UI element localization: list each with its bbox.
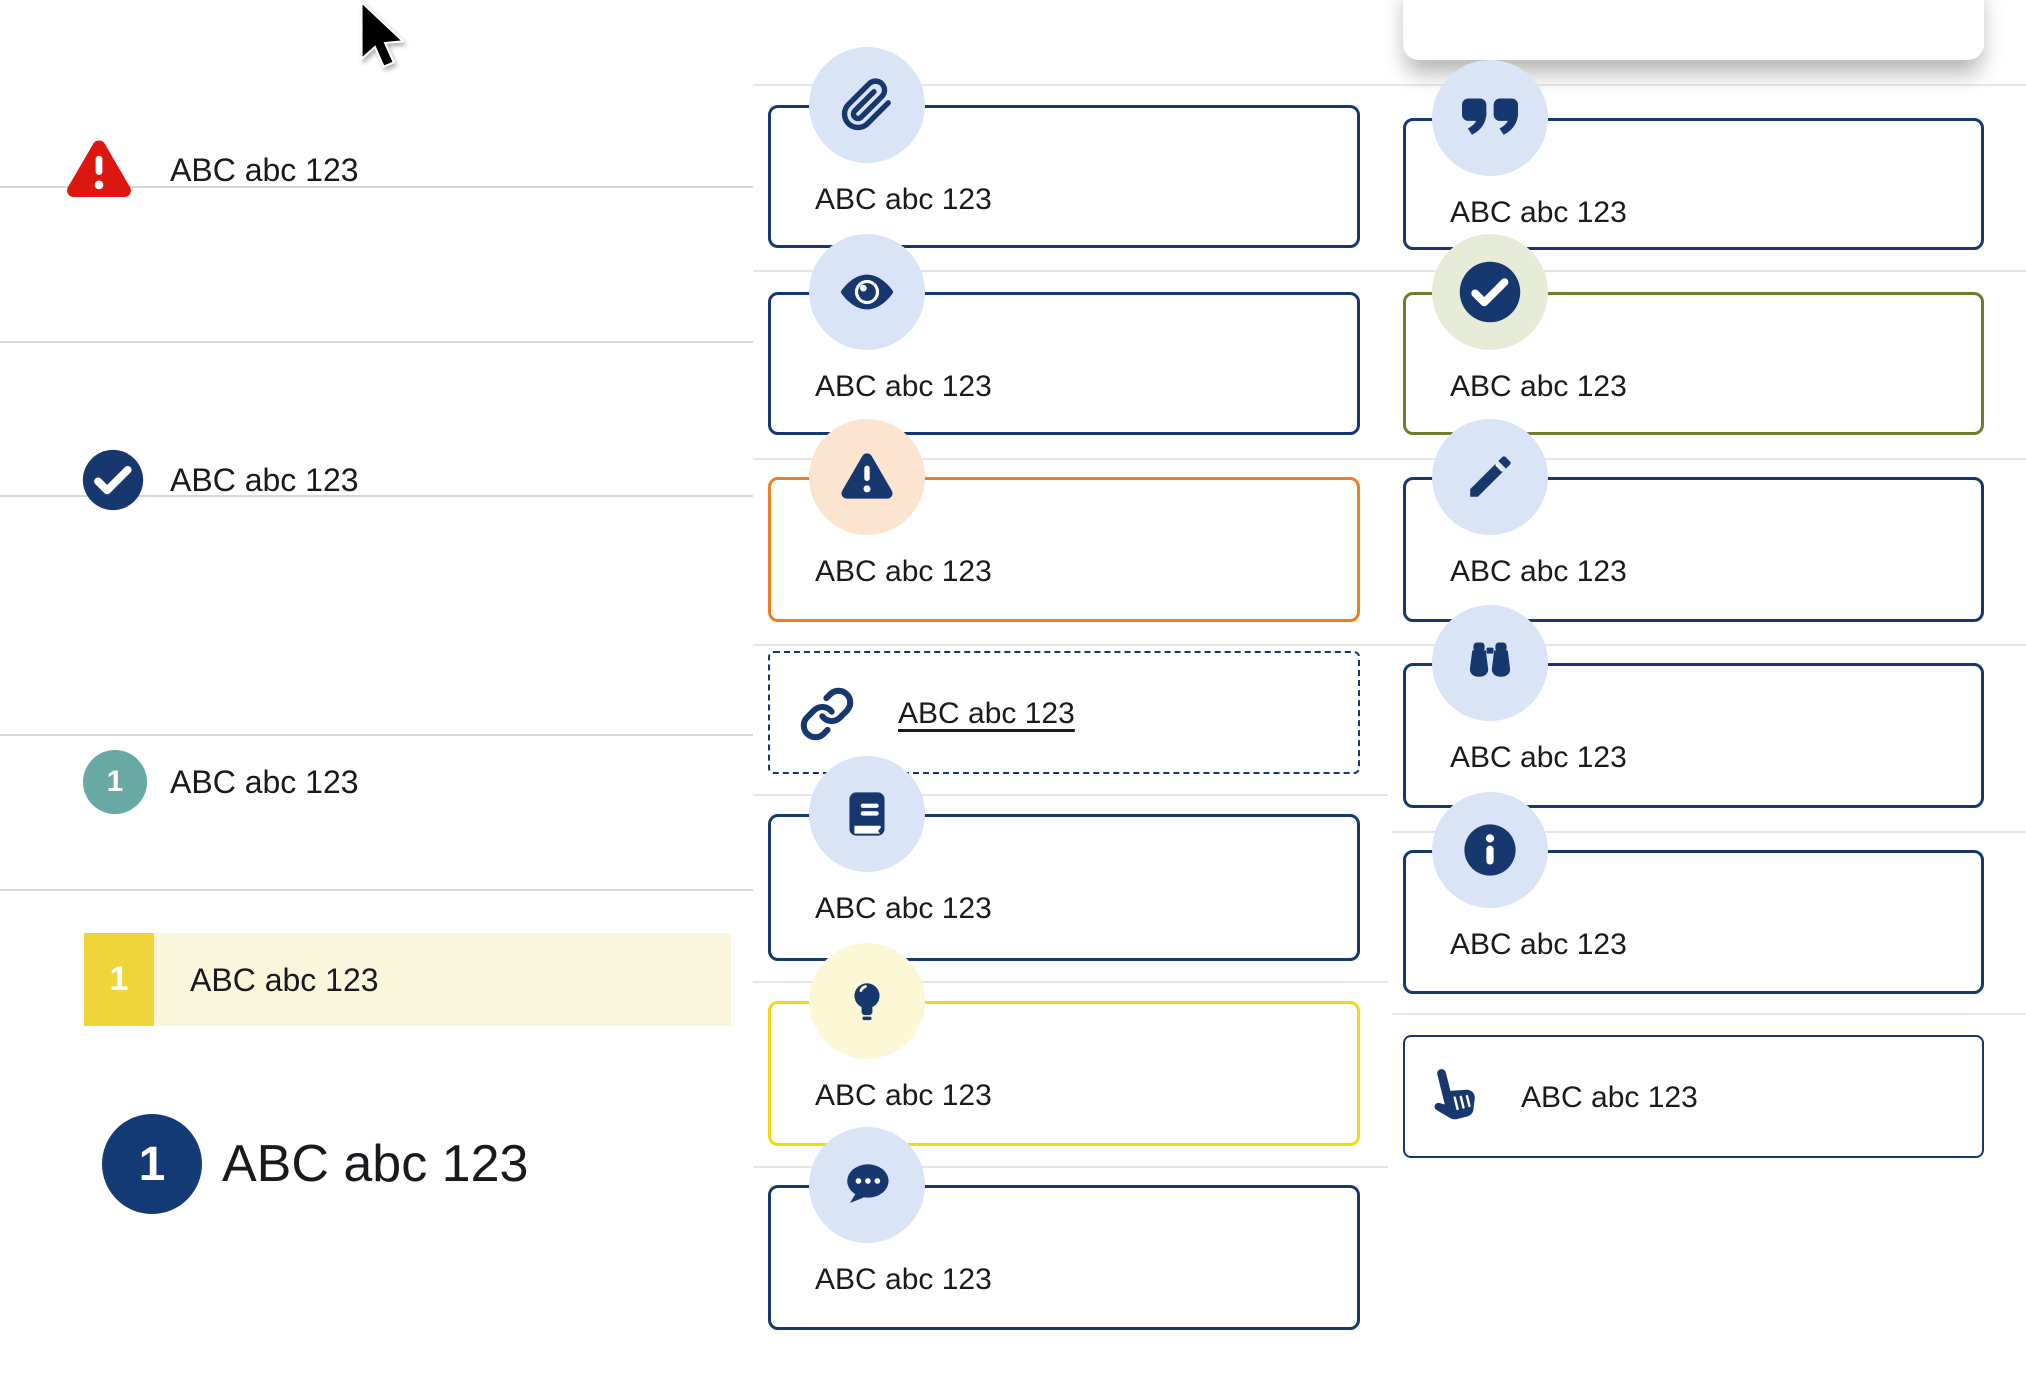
- warning-triangle-icon: [809, 419, 925, 535]
- list-item-step-teal[interactable]: 1 ABC abc 123: [0, 366, 753, 814]
- divider: [753, 644, 2026, 646]
- list-item-success[interactable]: ABC abc 123: [0, 215, 753, 511]
- callout-label: ABC abc 123: [1450, 370, 1627, 403]
- callout-label: ABC abc 123: [1450, 196, 1627, 229]
- partial-card-top: [1403, 0, 1984, 60]
- callout-warning: ABC abc 123: [768, 419, 1360, 622]
- divider: [0, 734, 753, 736]
- lightbulb-icon: [809, 943, 925, 1059]
- divider: [1392, 1013, 2026, 1015]
- hand-pointer-icon: [1419, 1061, 1483, 1131]
- divider: [0, 495, 753, 497]
- callout-manual: ABC abc 123: [768, 756, 1360, 961]
- warning-triangle-icon: [64, 139, 134, 201]
- callout-label: ABC abc 123: [815, 370, 992, 403]
- chat-bubble-icon: [809, 1127, 925, 1243]
- list-item-label: ABC abc 123: [170, 462, 359, 498]
- quote-icon: [1432, 60, 1548, 176]
- divider: [753, 794, 1388, 796]
- callout-label: ABC abc 123: [815, 183, 992, 216]
- callout-search: ABC abc 123: [1403, 605, 1984, 808]
- list-item-label: ABC abc 123: [170, 764, 359, 800]
- divider: [753, 270, 2026, 272]
- eye-icon: [809, 234, 925, 350]
- divider: [0, 186, 753, 188]
- number-badge-blue-large: 1: [102, 1114, 202, 1214]
- callout-label: ABC abc 123: [1450, 741, 1627, 774]
- list-item-label: ABC abc 123: [222, 1135, 529, 1193]
- divider: [753, 1166, 1388, 1168]
- number-badge-yellow: 1: [84, 933, 154, 1026]
- callout-label: ABC abc 123: [815, 892, 992, 925]
- list-item-alert[interactable]: ABC abc 123: [0, 60, 753, 198]
- divider: [0, 889, 753, 891]
- list-item-label: ABC abc 123: [170, 152, 359, 188]
- divider: [753, 84, 2026, 86]
- callout-label: ABC abc 123: [815, 1079, 992, 1112]
- callout-attachment: ABC abc 123: [768, 47, 1360, 248]
- binoculars-icon: [1432, 605, 1548, 721]
- callout-action[interactable]: ABC abc 123: [1403, 1035, 1984, 1158]
- callout-label: ABC abc 123: [1450, 928, 1627, 961]
- callout-label: ABC abc 123: [1450, 555, 1627, 588]
- callout-link-text[interactable]: ABC abc 123: [898, 697, 1075, 730]
- list-item-label: ABC abc 123: [190, 962, 379, 998]
- check-circle-icon: [81, 448, 145, 512]
- divider: [0, 341, 753, 343]
- callout-action-label: ABC abc 123: [1521, 1081, 1698, 1114]
- link-chain-icon: [799, 686, 855, 742]
- callout-chat: ABC abc 123: [768, 1127, 1360, 1330]
- callout-label: ABC abc 123: [815, 555, 992, 588]
- info-icon: [1432, 792, 1548, 908]
- list-item-step-yellow-highlighted[interactable]: 1 ABC abc 123: [84, 933, 731, 1026]
- callout-success: ABC abc 123: [1403, 234, 1984, 435]
- divider: [1392, 831, 2026, 833]
- paperclip-icon: [809, 47, 925, 163]
- divider: [753, 981, 1388, 983]
- check-circle-icon: [1432, 234, 1548, 350]
- callout-visibility: ABC abc 123: [768, 234, 1360, 435]
- book-icon: [809, 756, 925, 872]
- callout-edit: ABC abc 123: [1403, 419, 1984, 622]
- list-item-step-primary-large[interactable]: 1 ABC abc 123: [0, 545, 753, 1214]
- callout-label: ABC abc 123: [815, 1263, 992, 1296]
- number-badge-teal: 1: [83, 750, 147, 814]
- divider: [753, 458, 2026, 460]
- pencil-icon: [1432, 419, 1548, 535]
- callout-quote: ABC abc 123: [1403, 60, 1984, 250]
- callout-idea: ABC abc 123: [768, 943, 1360, 1146]
- callout-info: ABC abc 123: [1403, 792, 1984, 994]
- arrow-cursor-icon: [358, 2, 404, 72]
- list-item-step-yellow[interactable]: 1 ABC abc 123: [0, 760, 753, 864]
- callout-link[interactable]: ABC abc 123: [768, 651, 1360, 774]
